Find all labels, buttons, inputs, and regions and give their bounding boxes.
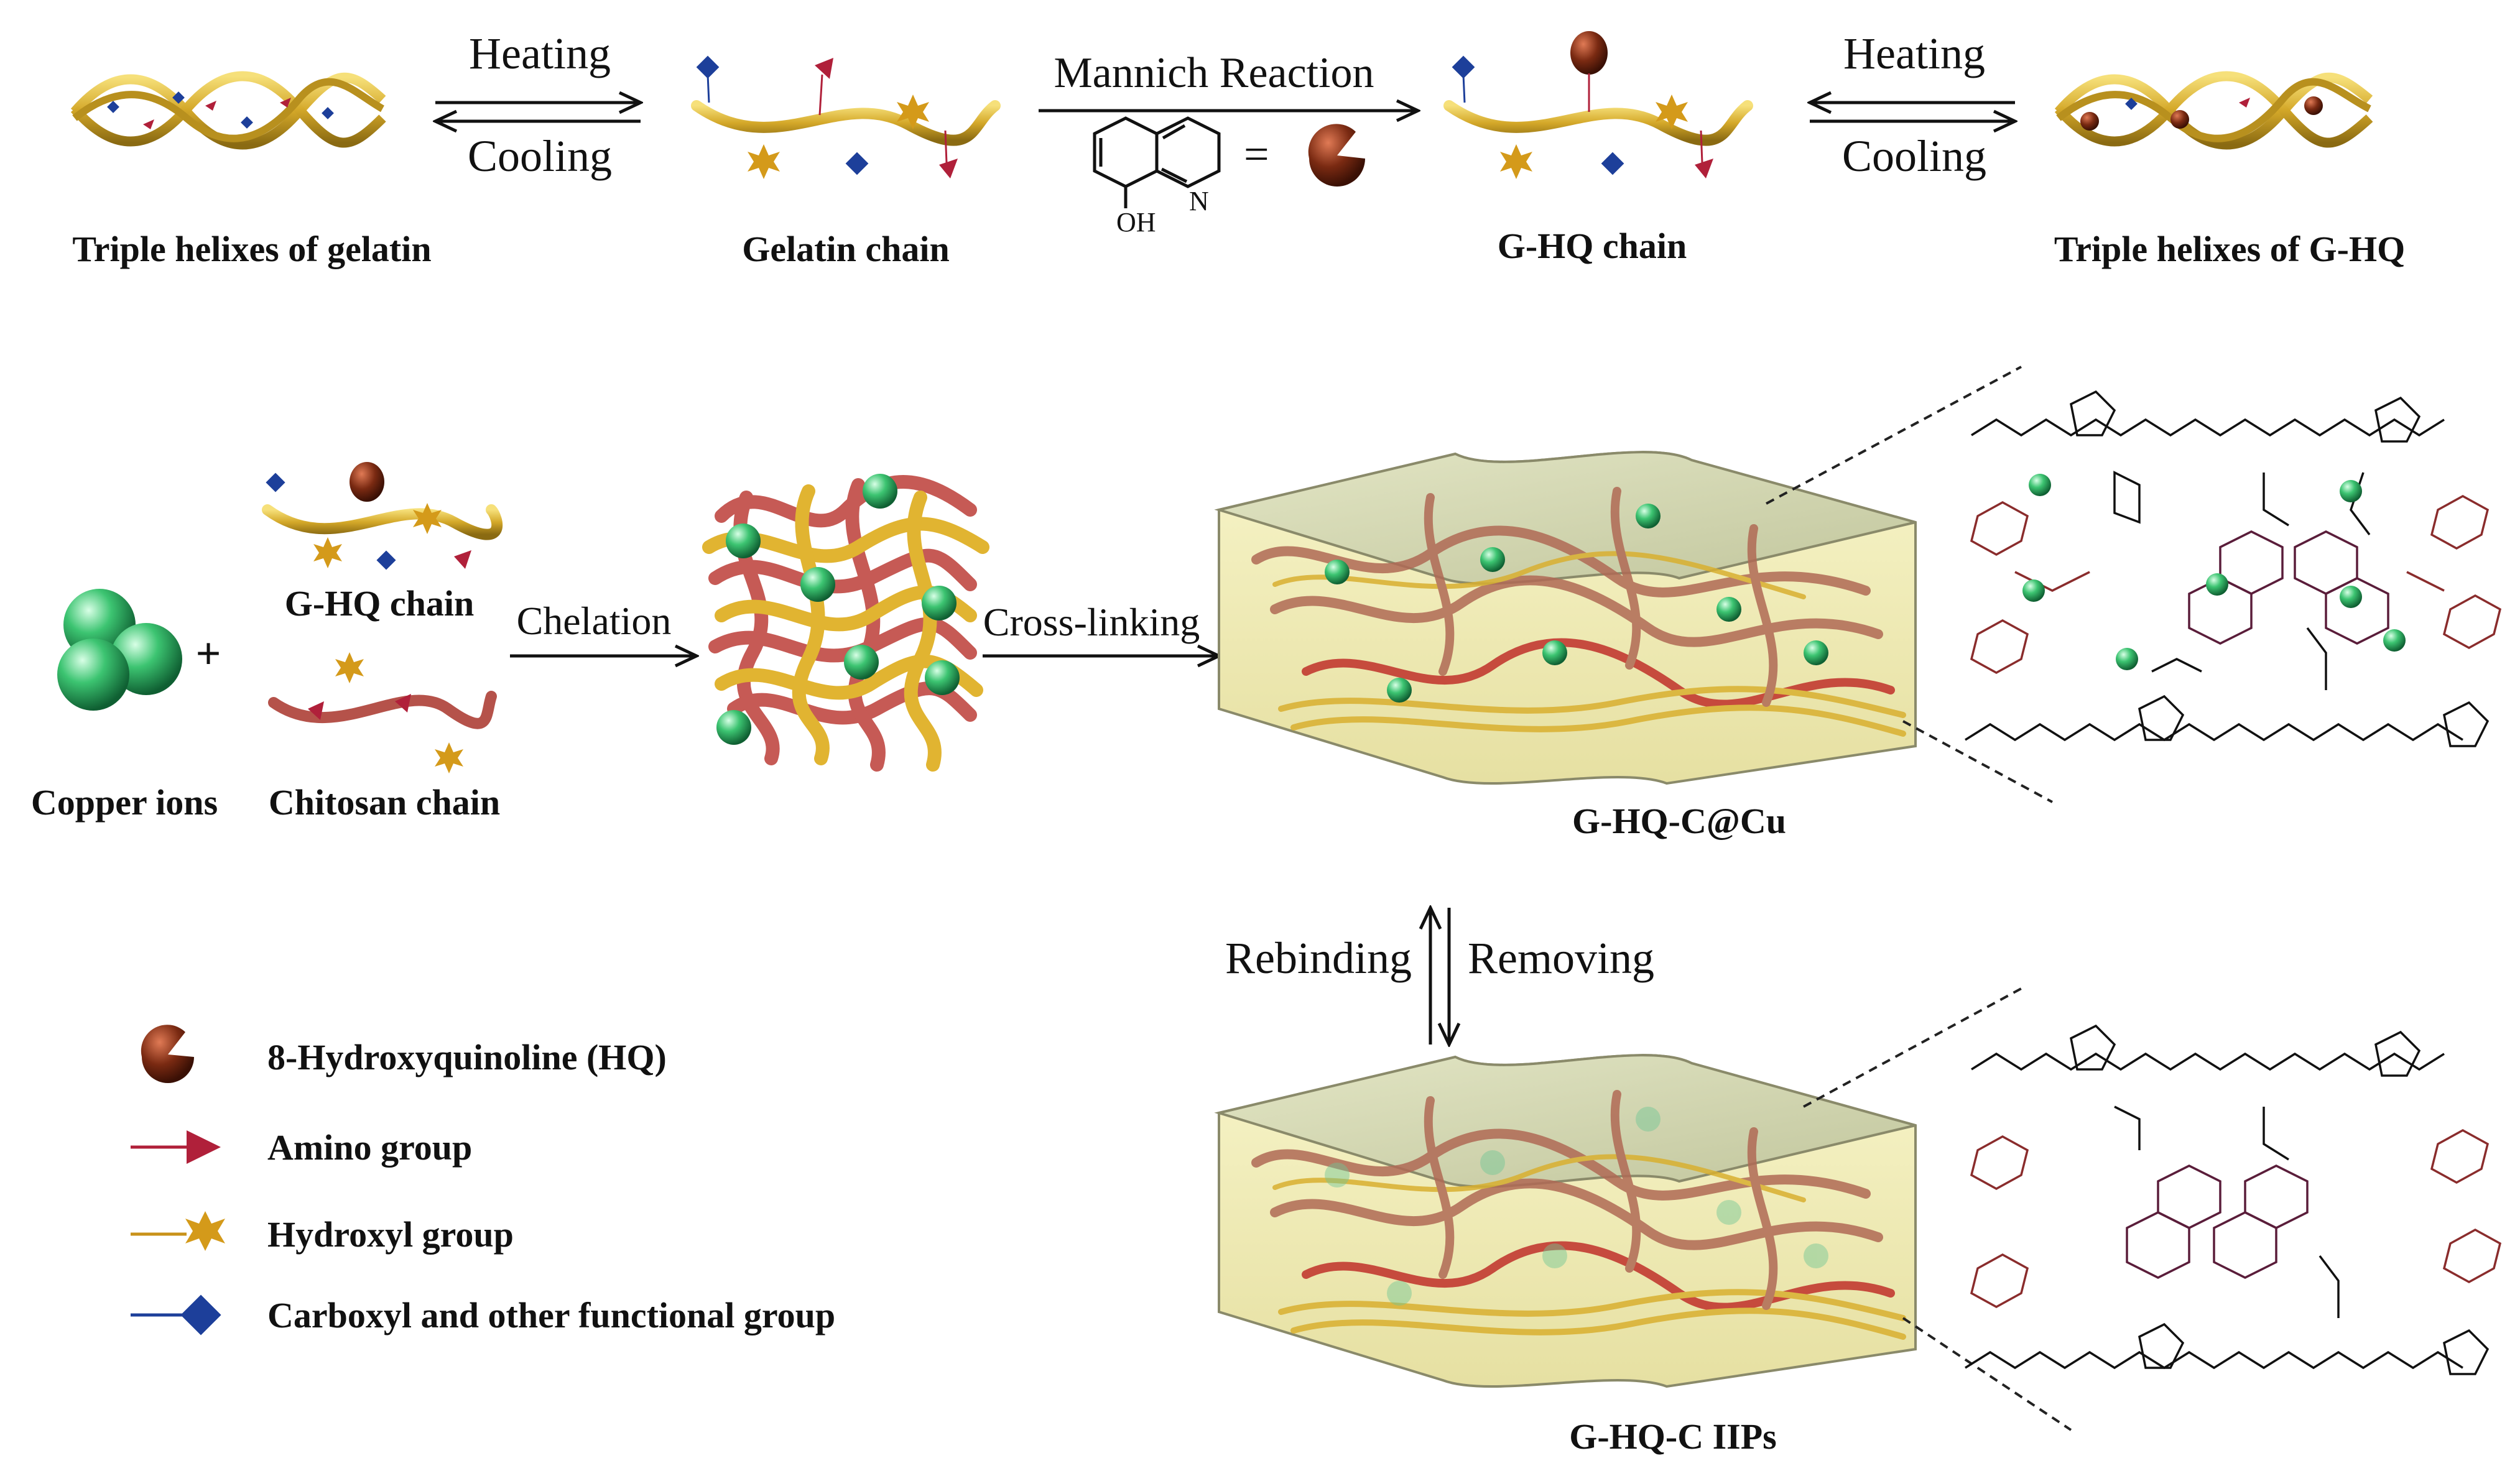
label-gelatin-chain: Gelatin chain: [742, 229, 950, 269]
legend-hq-label: 8-Hydroxyquinoline (HQ): [267, 1037, 667, 1077]
legend-hq-icon: [141, 1025, 194, 1083]
label-ghq-chain-top: G-HQ chain: [1498, 226, 1687, 266]
rebinding-label: Rebinding: [1225, 933, 1412, 983]
ghq-chain-middle-graphic: [262, 462, 503, 570]
cooling-label-2: Cooling: [1842, 131, 1986, 181]
label-chitosan-chain: Chitosan chain: [269, 782, 500, 823]
triple-helix-gelatin-graphic: [70, 71, 386, 150]
molecular-structure-cu-bound: [1965, 390, 2502, 747]
zoom-line-bottom-1: [1803, 987, 2022, 1108]
mannich-reaction-label: Mannich Reaction: [1054, 49, 1374, 97]
hq-n-label: N: [1189, 186, 1209, 216]
heating-label-1: Heating: [469, 29, 611, 78]
ghq-chain-graphic: [1443, 31, 1753, 179]
zoom-line-top-2: [1902, 720, 2053, 803]
chelated-network-graphic: [702, 474, 989, 772]
cross-linking-label: Cross-linking: [983, 600, 1200, 644]
legend-hydroxyl-label: Hydroxyl group: [267, 1214, 514, 1255]
legend-amino-label: Amino group: [267, 1127, 472, 1168]
gelatin-chain-graphic: [691, 55, 1001, 179]
equals-sign: =: [1244, 129, 1269, 179]
label-triple-helixes-ghq: Triple helixes of G-HQ: [2054, 229, 2405, 269]
rebinding-removing-arrows: [1430, 908, 1449, 1045]
equilibrium-arrow-1: [435, 103, 641, 121]
label-ghq-c-cu: G-HQ-C@Cu: [1572, 801, 1786, 841]
zoom-line-bottom-2: [1902, 1317, 2072, 1431]
legend-hydroxyl-icon: [131, 1211, 225, 1251]
zoom-line-top-1: [1766, 366, 2022, 505]
cooling-label-1: Cooling: [468, 131, 612, 181]
hydroxyquinoline-structure: [1093, 116, 1221, 208]
label-triple-helixes-gelatin: Triple helixes of gelatin: [72, 229, 431, 269]
hq-pacman-icon: [1308, 124, 1365, 187]
ghq-c-iips-slab-graphic: [1214, 1054, 1917, 1388]
molecular-structure-imprinted: [1965, 1024, 2502, 1375]
label-ghq-c-iips: G-HQ-C IIPs: [1569, 1416, 1777, 1457]
helix-decorations: [107, 91, 334, 129]
molecular-cu-ions: [2022, 474, 2406, 670]
legend-carboxyl-label: Carboxyl and other functional group: [267, 1295, 835, 1335]
legend-amino-icon: [131, 1130, 221, 1164]
label-copper-ions: Copper ions: [31, 782, 218, 823]
heating-label-2: Heating: [1843, 29, 1985, 78]
triple-helix-ghq-graphic: [2054, 71, 2373, 150]
ghq-c-cu-slab-graphic: [1214, 451, 1917, 785]
chelation-label: Chelation: [517, 599, 672, 643]
legend: 8-Hydroxyquinoline (HQ) Amino group Hydr…: [131, 1025, 835, 1335]
label-ghq-chain-middle: G-HQ chain: [285, 583, 475, 624]
chitosan-chain-graphic: [268, 652, 497, 773]
legend-carboxyl-icon: [131, 1294, 221, 1335]
removing-label: Removing: [1468, 933, 1654, 983]
plus-sign: +: [195, 629, 221, 678]
hq-oh-label: OH: [1116, 207, 1156, 238]
copper-ions-graphic: [57, 589, 182, 711]
equilibrium-arrow-2: [1810, 103, 2015, 121]
